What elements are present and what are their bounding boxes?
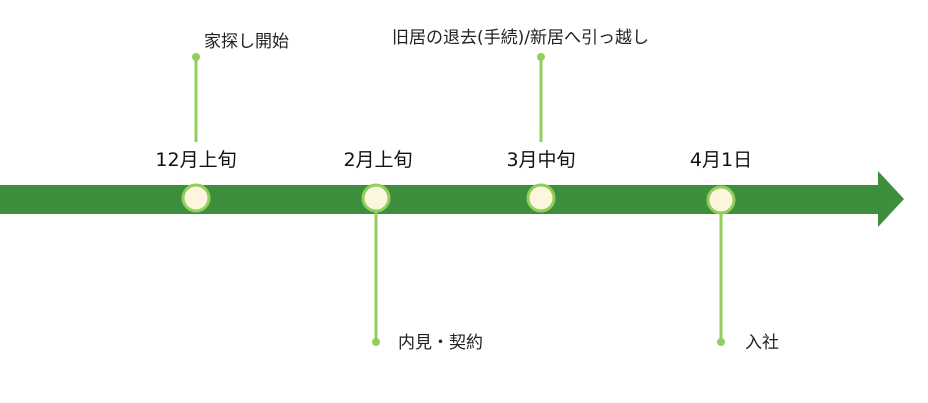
milestone-4-date: 4月1日 [690, 149, 752, 171]
milestone-1-connector-dot [192, 53, 200, 61]
milestone-2-date: 2月上旬 [343, 149, 412, 171]
milestone-3-marker [526, 183, 556, 213]
milestone-4-event: 入社 [745, 333, 779, 353]
milestone-2-event: 内見・契約 [398, 333, 483, 353]
milestone-3: 3月中旬 旧居の退去(手続)/新居へ引っ越し [392, 28, 649, 213]
milestone-3-event: 旧居の退去(手続)/新居へ引っ越し [392, 28, 649, 48]
milestone-1-event: 家探し開始 [204, 32, 289, 52]
milestone-3-date: 3月中旬 [506, 149, 575, 171]
milestone-2-marker [361, 183, 391, 213]
milestone-2-connector-dot [372, 338, 380, 346]
milestone-2: 2月上旬 内見・契約 [343, 149, 483, 353]
milestone-1: 12月上旬 家探し開始 [155, 32, 289, 213]
milestone-3-connector-dot [537, 53, 545, 61]
milestone-4: 4月1日 入社 [690, 149, 779, 353]
milestone-1-marker [181, 183, 211, 213]
milestone-1-date: 12月上旬 [155, 149, 236, 171]
milestone-4-connector-dot [717, 338, 725, 346]
milestone-4-marker [706, 185, 736, 215]
timeline-arrow [0, 171, 904, 227]
